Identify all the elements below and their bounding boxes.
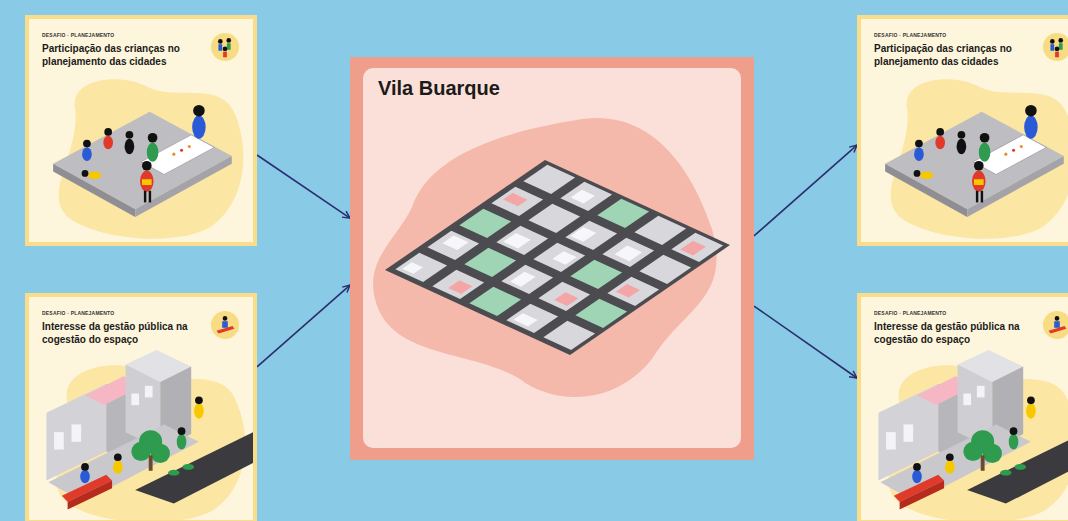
card-icon — [211, 33, 239, 61]
card-title: Participação das crianças no planejament… — [42, 43, 200, 68]
flow-arrow — [754, 145, 857, 236]
category-label: DESAFIO · PLANEJAMENTO — [42, 32, 114, 38]
flow-arrow — [754, 306, 857, 378]
challenge-card: DESAFIO · PLANEJAMENTO Participação das c… — [25, 15, 257, 246]
flow-arrow — [257, 155, 350, 218]
map-title: Vila Buarque — [378, 77, 500, 100]
illustration-art — [373, 118, 730, 397]
illustration-art — [878, 350, 1068, 520]
illustration-art — [53, 79, 243, 238]
card-icon — [211, 311, 239, 339]
illustration-art — [46, 350, 253, 520]
card-icon — [1043, 311, 1068, 339]
category-label: DESAFIO · PLANEJAMENTO — [42, 310, 114, 316]
challenge-card: DESAFIO · PLANEJAMENTO Interesse da gestã… — [857, 293, 1068, 521]
category-label: DESAFIO · PLANEJAMENTO — [874, 32, 946, 38]
card-title: Participação das crianças no planejament… — [874, 43, 1032, 68]
flow-arrow — [257, 285, 350, 367]
card-title: Interesse da gestão pública na cogestão … — [874, 321, 1032, 346]
category-label: DESAFIO · PLANEJAMENTO — [874, 310, 946, 316]
card-title: Interesse da gestão pública na cogestão … — [42, 321, 200, 346]
illustration — [350, 57, 754, 460]
challenge-card: DESAFIO · PLANEJAMENTO Interesse da gestã… — [25, 293, 257, 521]
map-card: Vila Buarque — [350, 57, 754, 460]
challenge-card: DESAFIO · PLANEJAMENTO Participação das c… — [857, 15, 1068, 246]
card-icon — [1043, 33, 1068, 61]
illustration-art — [885, 79, 1068, 238]
